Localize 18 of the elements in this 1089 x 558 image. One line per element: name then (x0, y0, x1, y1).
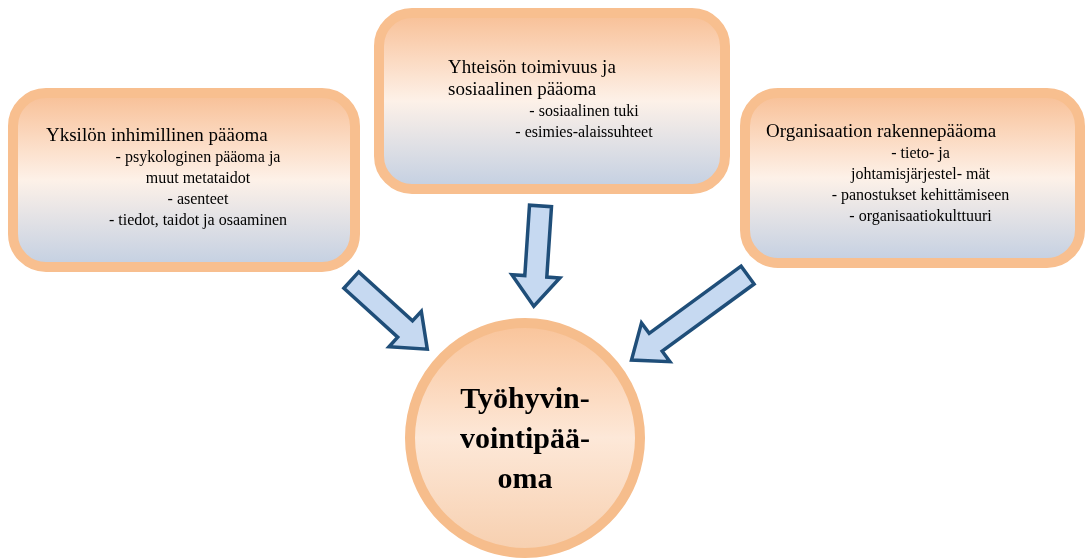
box-heading: Yhteisön toimivuus ja sosiaalinen pääoma (448, 56, 617, 100)
bullet-item: - asenteet (167, 189, 229, 209)
rounded-box (8, 88, 360, 272)
box-heading: Organisaation rakennepääoma (766, 120, 997, 142)
block-arrow (508, 203, 564, 310)
bullet-item: - panostukset kehittämiseen (831, 185, 1010, 205)
rounded-box (374, 8, 730, 194)
bullet-item: - esimies-alaissuhteet (515, 122, 653, 142)
block-arrow (629, 263, 757, 364)
bullet-item: - organisaatiokulttuuri (849, 206, 992, 226)
bullet-item: - tiedot, taidot ja osaaminen (108, 210, 288, 230)
box-heading: Yksilön inhimillinen pääoma (46, 124, 268, 146)
bullet-item: - psykologinen pääoma ja muut metataidot (114, 147, 282, 188)
circle-label: Työhyvin- vointipää- oma (459, 380, 591, 496)
rounded-box (740, 88, 1085, 268)
block-arrow (341, 269, 430, 352)
bullet-item: - tieto- ja johtamisjärjestel- mät (849, 143, 992, 184)
bullet-item: - sosiaalinen tuki (529, 101, 639, 121)
